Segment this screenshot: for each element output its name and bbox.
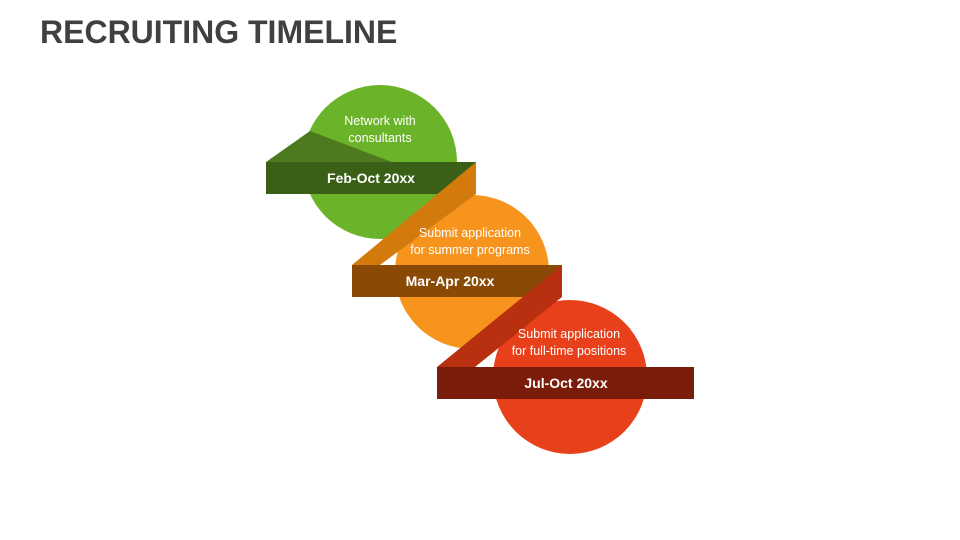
stage-2-label-line-1: Submit application bbox=[419, 226, 521, 240]
stage-1-date: Feb-Oct 20xx bbox=[327, 170, 415, 186]
stage-1-label-line-1: Network with bbox=[344, 114, 416, 128]
stage-3-band bbox=[437, 367, 694, 399]
stage-3-label-line-2: for full-time positions bbox=[512, 344, 627, 358]
stage-1: Network with consultants Feb-Oct 20xx bbox=[266, 85, 476, 239]
stage-3: Submit application for full-time positio… bbox=[437, 265, 694, 454]
stage-2-label-line-2: for summer programs bbox=[410, 243, 529, 257]
stage-2-fold bbox=[352, 162, 476, 265]
stage-1-band bbox=[266, 162, 476, 194]
stage-1-fold bbox=[266, 131, 392, 162]
stage-1-label-line-2: consultants bbox=[348, 131, 411, 145]
stage-2-band bbox=[352, 265, 562, 297]
stage-2-date: Mar-Apr 20xx bbox=[406, 273, 495, 289]
stage-3-date: Jul-Oct 20xx bbox=[524, 375, 607, 391]
stage-2: Submit application for summer programs M… bbox=[352, 162, 562, 349]
stage-3-label-line-1: Submit application bbox=[518, 327, 620, 341]
stage-3-fold bbox=[437, 265, 562, 367]
page-title: RECRUITING TIMELINE bbox=[40, 14, 398, 50]
